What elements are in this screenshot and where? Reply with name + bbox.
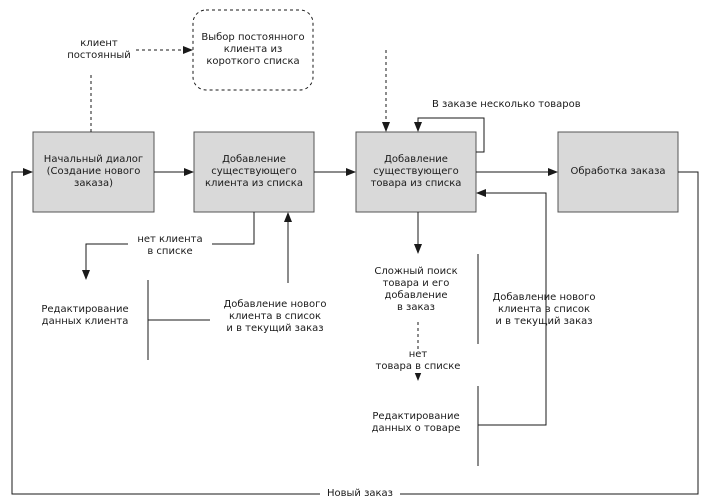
label-no-client: нет клиента в списке xyxy=(128,234,212,258)
box-add-product xyxy=(355,131,477,213)
label-no-product: нет товара в списке xyxy=(370,349,466,373)
loop-multiple-items xyxy=(414,117,485,153)
label-add-new-product: Добавление нового клиента в список и в т… xyxy=(492,292,596,327)
label-edit-client: Редактирование данных клиента xyxy=(41,304,129,327)
box-process-order-label: Обработка заказа xyxy=(570,166,666,177)
label-regular-client: клиент постоянный xyxy=(62,38,136,62)
box-initial-dialog-label: Начальный диалог (Создание нового заказа… xyxy=(43,154,144,189)
callout-label: Выбор постоянного клиента из короткого с… xyxy=(201,32,305,67)
label-multiple-items: В заказе несколько товаров xyxy=(432,99,582,111)
arrow-edit-product-back xyxy=(476,189,547,426)
callout-box xyxy=(192,9,314,91)
label-edit-product: Редактирование данных о товаре xyxy=(371,411,461,434)
box-add-client-label: Добавление существующего клиента из спис… xyxy=(205,154,303,189)
box-initial-dialog xyxy=(32,131,155,213)
label-complex-search: Сложный поиск товара и его добавление в … xyxy=(374,266,458,313)
box-add-client xyxy=(193,131,315,213)
loop-new-order xyxy=(11,168,699,495)
label-new-order: Новый заказ xyxy=(320,488,400,500)
box-add-product-label: Добавление существующего товара из списк… xyxy=(370,154,462,189)
box-process-order xyxy=(557,131,679,213)
label-add-new-client: Добавление нового клиента в список и в т… xyxy=(210,299,340,335)
